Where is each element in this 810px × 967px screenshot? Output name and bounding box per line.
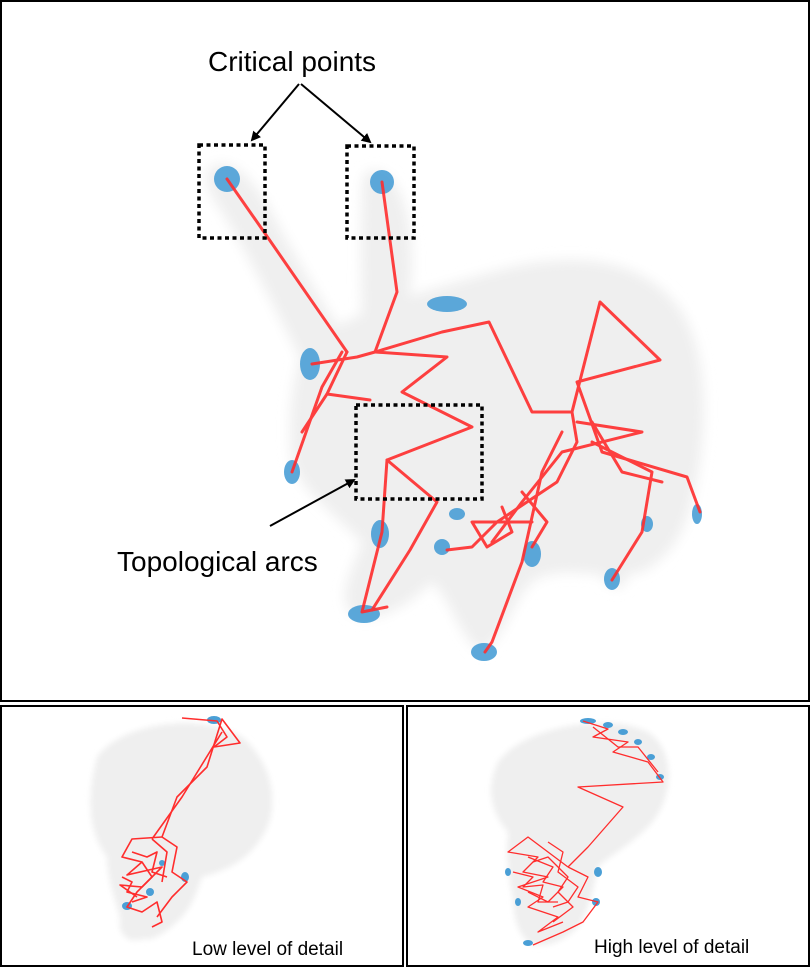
arc — [121, 876, 148, 903]
arc — [567, 720, 664, 868]
critical-points-label: Critical points — [208, 46, 377, 77]
topological-arcs — [225, 177, 702, 654]
critical-point — [434, 539, 450, 555]
low-detail-panel: Low level of detail — [0, 705, 404, 967]
critical-point — [580, 718, 596, 724]
arrow-to-left-box — [250, 83, 300, 142]
arc — [520, 490, 549, 549]
annotation-arrows — [250, 83, 372, 527]
skull-silhouette — [491, 723, 669, 946]
critical-points — [505, 718, 664, 946]
high-detail-label: High level of detail — [594, 937, 750, 958]
arc — [490, 420, 644, 544]
arc — [373, 180, 399, 354]
topological-arcs-label: Topological arcs — [117, 546, 318, 577]
bunny-panel: Critical points Topological arcs — [0, 0, 810, 702]
topological-arcs — [507, 720, 664, 946]
arc — [119, 836, 163, 898]
critical-point — [515, 898, 521, 906]
critical-point — [427, 296, 467, 312]
arc — [290, 350, 344, 474]
critical-point — [523, 940, 533, 946]
arc — [370, 350, 474, 612]
arc — [156, 836, 188, 918]
arc — [527, 856, 564, 903]
arc — [532, 866, 599, 946]
arrow-to-arc-box — [269, 479, 356, 527]
arc — [373, 320, 574, 414]
skull-high-detail-figure — [491, 718, 669, 946]
critical-point — [449, 508, 465, 520]
arrow-to-right-box — [300, 83, 372, 144]
arc — [470, 505, 534, 549]
arc — [300, 392, 329, 434]
skull-silhouette — [90, 723, 273, 941]
critical-point-box-left — [197, 143, 267, 240]
critical-point — [647, 754, 655, 760]
bunny-figure — [197, 83, 704, 661]
topological-arcs — [119, 717, 241, 928]
skull-low-detail-figure — [90, 716, 273, 941]
critical-point-box-right — [345, 144, 416, 240]
low-detail-label: Low level of detail — [192, 939, 344, 960]
arc — [512, 871, 558, 903]
arc — [483, 430, 564, 654]
arc-box — [354, 403, 484, 501]
arc — [131, 851, 168, 878]
critical-point — [523, 541, 541, 567]
arc — [126, 861, 163, 928]
critical-point — [634, 739, 642, 745]
highlight-boxes — [197, 143, 484, 501]
bunny-silhouette — [206, 163, 704, 652]
arc — [360, 458, 389, 614]
arc — [310, 350, 377, 366]
arc — [532, 856, 574, 923]
arc — [445, 410, 579, 552]
critical-point — [146, 888, 154, 896]
critical-point — [300, 348, 320, 380]
arc — [570, 300, 702, 514]
critical-point — [603, 722, 613, 728]
critical-point — [505, 868, 511, 876]
arc — [151, 838, 168, 883]
arc — [590, 440, 654, 582]
high-detail-panel: High level of detail — [406, 705, 810, 967]
arc — [590, 420, 664, 484]
arc — [547, 841, 579, 908]
arc — [507, 836, 569, 933]
arc — [161, 717, 241, 838]
critical-point — [159, 860, 165, 866]
critical-points — [214, 166, 702, 661]
arc — [151, 731, 223, 840]
critical-point — [594, 867, 602, 877]
critical-point — [618, 729, 628, 735]
arc — [592, 726, 659, 773]
